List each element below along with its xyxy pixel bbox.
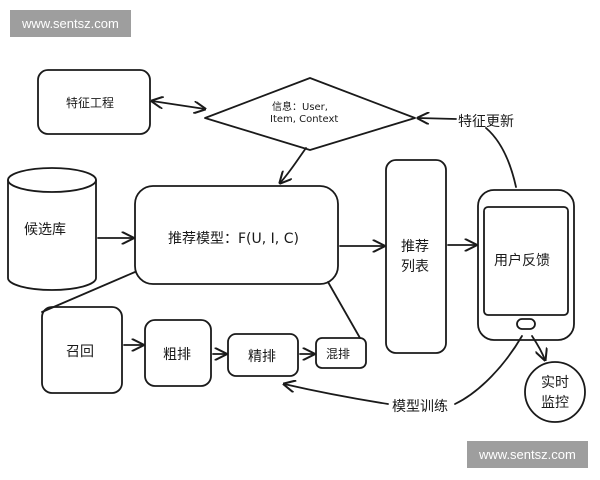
arrow-training-fine — [284, 384, 389, 405]
coarse-rank-box — [144, 319, 212, 387]
rec-list-box — [385, 159, 447, 354]
user-feedback-phone — [477, 189, 575, 341]
rec-model-label: 推荐模型：F(U, I, C) — [168, 231, 299, 247]
arrow-phone-monitor — [531, 335, 545, 360]
model-training-label: 模型训练 — [392, 399, 448, 415]
info-label-line2: Item, Context — [270, 114, 339, 125]
coarse-rank-label: 粗排 — [163, 347, 191, 363]
user-feedback-label: 用户反馈 — [494, 253, 550, 269]
info-diamond — [204, 77, 416, 151]
realtime-monitor-label-line1: 实时 — [541, 375, 569, 391]
arrow-diamond-model — [280, 147, 307, 183]
feature-update-label: 特征更新 — [458, 114, 514, 130]
recall-box — [41, 306, 123, 394]
funnel-line-right — [327, 281, 361, 339]
watermark-bottom: www.sentsz.com — [467, 441, 588, 468]
realtime-monitor-label-line2: 监控 — [541, 395, 569, 411]
rec-list-label-line1: 推荐 — [401, 239, 429, 255]
arrow-feature-update-diamond — [418, 118, 457, 119]
fine-rank-box — [227, 333, 299, 377]
funnel-line-left — [41, 271, 136, 313]
fine-rank-label: 精排 — [248, 349, 276, 365]
recall-label: 召回 — [66, 344, 94, 360]
arrow-phone-training — [454, 335, 523, 405]
candidate-pool-cylinder — [7, 167, 97, 291]
mix-rank-label: 混排 — [326, 347, 351, 361]
feature-engineering-label: 特征工程 — [66, 96, 115, 110]
watermark-top: www.sentsz.com — [10, 10, 131, 37]
arrow-feature-diamond — [152, 101, 205, 109]
rec-model-box — [134, 185, 339, 285]
info-label-line1: 信息：User, — [272, 102, 328, 113]
arrow-phone-feature-update — [485, 127, 517, 188]
realtime-monitor-circle — [524, 361, 586, 423]
candidate-pool-label: 候选库 — [24, 222, 66, 238]
mix-rank-box — [315, 337, 367, 369]
rec-list-label-line2: 列表 — [401, 259, 429, 275]
